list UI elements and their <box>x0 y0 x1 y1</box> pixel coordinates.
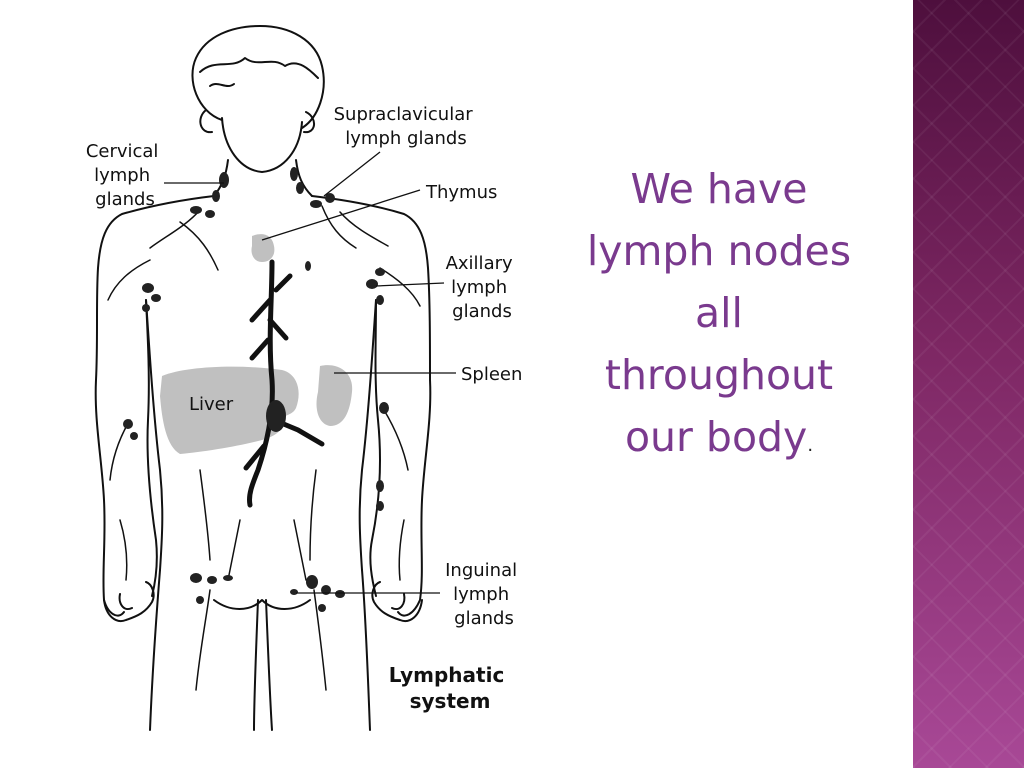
headline-line-2: lymph nodes <box>586 227 852 275</box>
thymus-shape <box>251 234 275 262</box>
headline-line-5-text: our body <box>624 413 808 461</box>
body-outline <box>94 25 432 731</box>
headline-line-3: all <box>695 289 743 337</box>
lymph-nodes <box>123 167 389 612</box>
decorative-side-panel <box>913 0 1024 768</box>
lymph-vessels <box>107 205 421 691</box>
spleen-label: Spleen <box>461 364 522 385</box>
spleen-shape <box>316 365 353 426</box>
liver-label: Liver <box>189 394 234 415</box>
supraclavicular-label: Supraclavicular lymph glands <box>334 104 479 149</box>
headline-line-4: throughout <box>604 351 834 399</box>
inguinal-label: Inguinal lymph glands <box>445 560 523 629</box>
liver-shape <box>160 366 299 454</box>
headline-line-1: We have <box>630 165 808 213</box>
lymphatic-system-diagram: Cervical lymph glands Supraclavicular ly… <box>86 25 523 731</box>
leader-lines <box>164 151 456 594</box>
headline-line-5: our body. <box>560 406 878 477</box>
slide-headline: We have lymph nodes all throughout our b… <box>560 158 878 477</box>
headline-period: . <box>807 435 814 456</box>
cisterna-chyli <box>266 400 286 432</box>
axillary-label: Axillary lymph glands <box>446 253 519 322</box>
cervical-label: Cervical lymph glands <box>86 141 164 210</box>
diagram-caption: Lymphatic system <box>389 663 512 713</box>
thymus-label: Thymus <box>425 182 497 203</box>
